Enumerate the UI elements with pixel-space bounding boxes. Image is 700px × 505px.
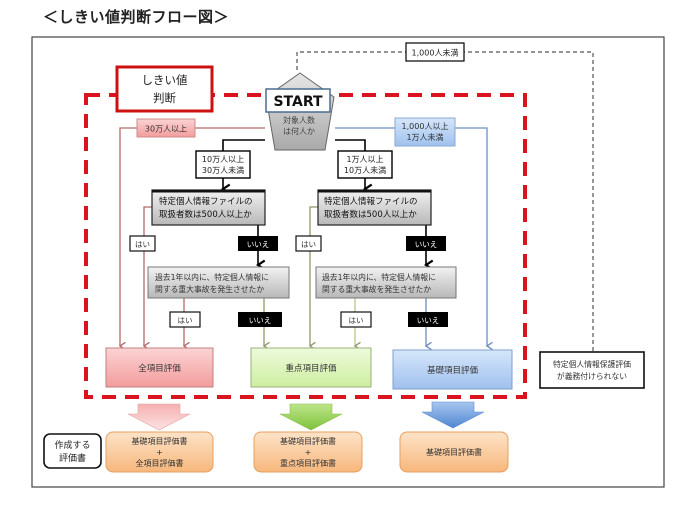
branch-under-1k [405,42,465,62]
branch-10k-100k-line2: 10万人未満 [344,165,386,175]
result-full-evaluation[interactable] [105,347,214,388]
branch-100k-300k [195,150,251,179]
document-key-line2: + [305,448,312,457]
decision-handlers-1-line2: 取扱者数は500人以上か [159,209,252,220]
documents-label-line1: 作成する [54,439,90,451]
result-key-evaluation[interactable] [250,347,372,388]
branch-100k-300k-line1: 10万人以上 [202,155,244,164]
result-full-label: 全項目評価 [138,363,181,374]
i1-yes-tag [169,311,201,328]
d2-no-tag [406,236,446,251]
arrow-down-full-icon [127,403,191,431]
start-label: START [273,94,323,110]
documents-label [43,433,102,469]
page-title: ＜しきい値判断フロー図＞ [43,8,230,26]
d1-no-tag [238,236,278,251]
threshold-label-line2: 判断 [153,91,176,105]
threshold-label-line1: しきい値 [142,73,188,87]
branch-over-300k-label: 30万人以上 [145,125,187,134]
branch-over-300k [136,118,196,138]
branch-under-1k-label: 1,000人未満 [412,48,459,58]
result-key-label: 重点項目評価 [285,363,337,374]
result-basic-evaluation[interactable] [392,349,513,390]
start-label-box [265,88,331,113]
d2-no-text: いいえ [415,240,438,249]
branch-1k-10k-line2: 1万人未満 [406,132,443,142]
decision-incident-1-line1: 過去1年以内に、特定個人情報に [155,272,269,282]
document-full-line1: 基礎項目評価書 [132,436,188,446]
connector-1k-10k [335,127,493,351]
d2-yes-text: はい [301,240,316,249]
decision-handlers-1[interactable] [151,189,266,226]
branch-100k-300k-line2: 30万人未満 [202,165,244,175]
branch-1k-10k [394,117,456,147]
start-question-line2: は何人か [283,126,315,136]
result-not-required-line2: が義務付けられない [557,371,627,381]
document-basic[interactable] [399,431,509,473]
connector-d1-yes [142,206,152,351]
connector-d2-yes [308,206,318,351]
d1-no-text: いいえ [247,240,270,249]
d1-yes-tag [129,235,156,252]
i1-yes-text: はい [178,316,193,325]
document-full-line2: + [156,448,163,457]
i1-no-tag [238,312,282,327]
decision-incident-2-line1: 過去1年以内に、特定個人情報に [322,272,436,282]
decision-incident-1[interactable] [147,266,290,299]
branch-10k-100k-line1: 1万人以上 [346,155,383,164]
i2-yes-text: はい [349,316,364,325]
document-key-line3: 重点項目評価書 [280,458,336,468]
decision-incident-1-line2: 関する重大事故を発生させたか [155,284,264,294]
document-key[interactable] [253,431,363,473]
document-full-line3: 全項目評価書 [136,458,184,468]
document-basic-line1: 基礎項目評価書 [426,447,482,457]
decision-handlers-1-topbar [152,190,265,193]
i1-no-text: いいえ [249,316,272,325]
result-not-required-line1: 特定個人情報保護評価 [553,359,631,369]
i2-yes-tag [340,311,372,328]
branch-1k-10k-line1: 1,000人以上 [402,122,449,131]
decision-handlers-2-topbar [318,190,431,193]
branch-10k-100k [337,150,393,179]
documents-label-line2: 評価書 [59,452,86,464]
i2-no-text: いいえ [417,316,440,325]
decision-incident-2-line2: 関する重大事故を発生させたか [322,284,431,294]
under-1k-connector [296,51,594,353]
d1-yes-text: はい [135,240,150,249]
d2-yes-tag [295,235,322,252]
decision-handlers-2-line1: 特定個人情報ファイルの [324,196,418,207]
decision-incident-2[interactable] [315,266,457,299]
decision-handlers-1-line1: 特定個人情報ファイルの [159,196,253,207]
result-not-required[interactable] [539,351,645,389]
threshold-label-box [115,65,214,113]
document-full[interactable] [105,431,214,473]
connector-over-300k [118,127,265,351]
result-basic-label: 基礎項目評価 [427,365,479,376]
arrow-down-basic-icon [421,401,485,429]
arrow-down-key-icon [279,403,343,431]
decision-handlers-2-line2: 取扱者数は500人以上か [324,209,417,220]
start-question-line1: 対象人数 [283,115,315,125]
document-key-line1: 基礎項目評価書 [280,436,336,446]
i2-no-tag [408,312,448,327]
